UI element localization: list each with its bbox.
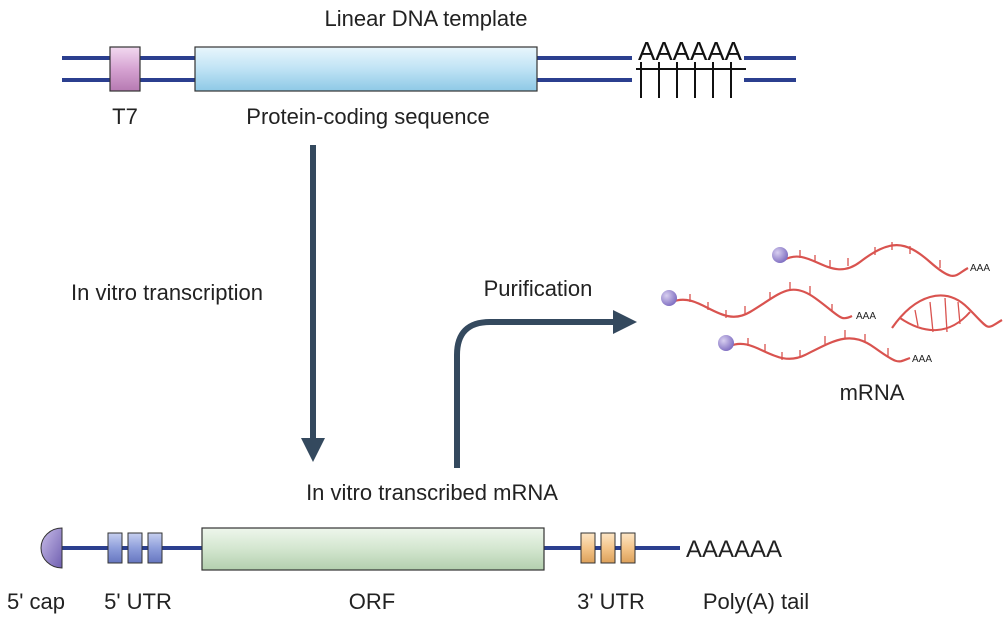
three-prime-utr-block [580, 532, 636, 564]
cap-ball-icon [718, 335, 734, 351]
purification-label: Purification [484, 276, 593, 301]
mrna-strand-3: AAA [718, 330, 932, 365]
mrna-strand-2-tail: AAA [856, 311, 876, 322]
three-prime-utr-label: 3' UTR [577, 589, 645, 614]
polya-mrna-sequence: AAAAAA [686, 536, 782, 563]
mrna-strand-2: AAA [661, 282, 876, 322]
orf-label: ORF [349, 589, 395, 614]
five-prime-cap-label: 5' cap [7, 589, 65, 614]
mrna-strand-1-tail: AAA [970, 263, 990, 274]
polya-tail-label: Poly(A) tail [703, 589, 809, 614]
orf-block [201, 527, 545, 571]
five-prime-utr-block [107, 532, 163, 564]
t7-promoter-block [109, 46, 141, 92]
cap-ball-icon [772, 247, 788, 263]
five-prime-utr-label: 5' UTR [104, 589, 172, 614]
five-prime-cap-icon [40, 527, 63, 569]
protein-coding-label: Protein-coding sequence [246, 104, 489, 129]
mrna-construct-title: In vitro transcribed mRNA [306, 480, 558, 505]
polya-dna-sequence: AAAAAA [638, 36, 743, 66]
t7-promoter-label: T7 [112, 104, 138, 129]
purification-arrow [454, 310, 637, 468]
polya-dna-rungs [636, 62, 746, 98]
dna-template-title: Linear DNA template [325, 6, 528, 31]
mrna-folded-strand [891, 294, 1003, 333]
transcription-label: In vitro transcription [71, 280, 263, 305]
mrna-label: mRNA [840, 380, 905, 405]
mrna-strand-1: AAA [772, 242, 990, 277]
mrna-strand-3-tail: AAA [912, 354, 932, 365]
cap-ball-icon [661, 290, 677, 306]
protein-coding-block [194, 46, 538, 92]
